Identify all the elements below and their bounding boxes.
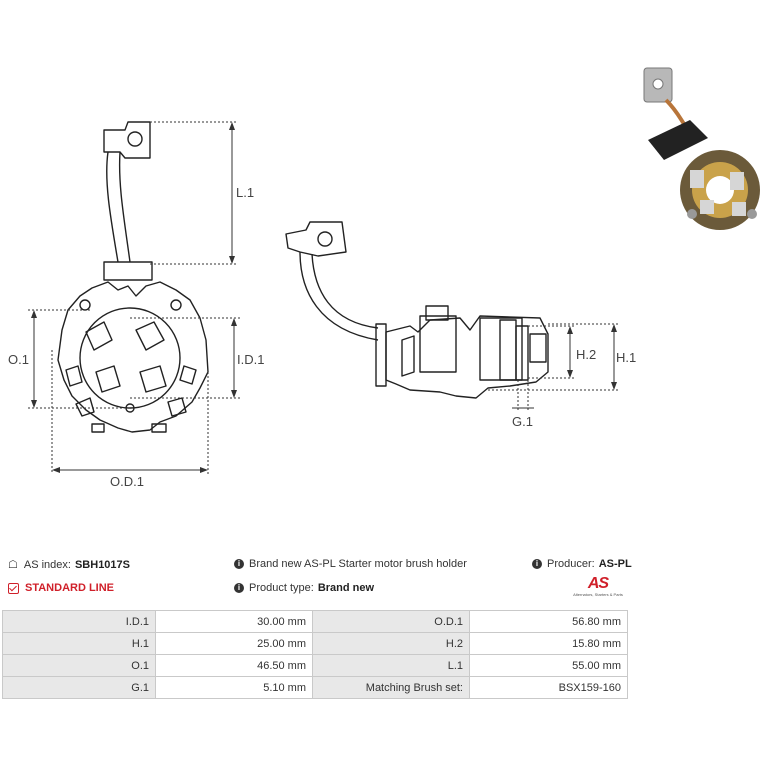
description-text: Brand new AS-PL Starter motor brush hold… <box>249 558 467 570</box>
label-l1: L.1 <box>236 185 254 200</box>
table-row: H.1 25.00 mm H.2 15.80 mm <box>2 632 628 655</box>
product-photo <box>643 67 760 230</box>
standard-line-text: STANDARD LINE <box>25 582 115 594</box>
label-od1: O.D.1 <box>110 474 144 489</box>
spec-label: O.1 <box>2 654 156 677</box>
spec-value: 56.80 mm <box>469 610 628 633</box>
spec-value: 30.00 mm <box>155 610 313 633</box>
spec-label: I.D.1 <box>2 610 156 633</box>
product-type-value: Brand new <box>317 582 375 594</box>
producer-value: AS-PL <box>598 558 632 570</box>
spec-value: 25.00 mm <box>155 632 313 655</box>
standard-line: STANDARD LINE <box>8 582 114 594</box>
label-o1: O.1 <box>8 352 29 367</box>
producer: i Producer: AS-PL <box>532 558 632 570</box>
spec-value: 46.50 mm <box>155 654 313 677</box>
product-type-label: Product type: <box>249 582 314 594</box>
as-index-value: SBH1017S <box>74 558 131 571</box>
spec-value: 55.00 mm <box>469 654 628 677</box>
tag-icon: ☖ <box>8 559 18 571</box>
spec-label: H.1 <box>2 632 156 655</box>
logo-subtitle: Alternators, Starters & Parts <box>573 592 623 597</box>
label-id1: I.D.1 <box>237 352 264 367</box>
brand-logo: AS Alternators, Starters & Parts <box>566 575 630 598</box>
spec-label: L.1 <box>312 654 470 677</box>
technical-drawing: L.1 O.1 I.D.1 O.D.1 H.2 H.1 G.1 <box>8 67 760 489</box>
label-g1: G.1 <box>512 414 533 429</box>
product-type: i Product type: Brand new <box>234 582 374 594</box>
specs-table: I.D.1 30.00 mm O.D.1 56.80 mm H.1 25.00 … <box>2 610 628 699</box>
info-icon: i <box>532 559 542 569</box>
spec-value: BSX159-160 <box>469 676 628 699</box>
as-index: ☖ AS index: SBH1017S <box>8 558 131 572</box>
table-row: G.1 5.10 mm Matching Brush set: BSX159-1… <box>2 676 628 699</box>
logo-mark: AS <box>587 575 609 592</box>
spec-label: Matching Brush set: <box>312 676 470 699</box>
label-h1: H.1 <box>616 350 636 365</box>
table-row: O.1 46.50 mm L.1 55.00 mm <box>2 654 628 677</box>
info-icon: i <box>234 583 244 593</box>
label-h2: H.2 <box>576 347 596 362</box>
spec-label: H.2 <box>312 632 470 655</box>
spec-value: 15.80 mm <box>469 632 628 655</box>
check-icon <box>8 582 19 594</box>
producer-label: Producer: <box>547 558 595 570</box>
spec-label: G.1 <box>2 676 156 699</box>
table-row: I.D.1 30.00 mm O.D.1 56.80 mm <box>2 610 628 633</box>
info-icon: i <box>234 559 244 569</box>
spec-label: O.D.1 <box>312 610 470 633</box>
description: i Brand new AS-PL Starter motor brush ho… <box>234 558 467 570</box>
as-index-label: AS index: <box>23 558 71 571</box>
spec-value: 5.10 mm <box>155 676 313 699</box>
